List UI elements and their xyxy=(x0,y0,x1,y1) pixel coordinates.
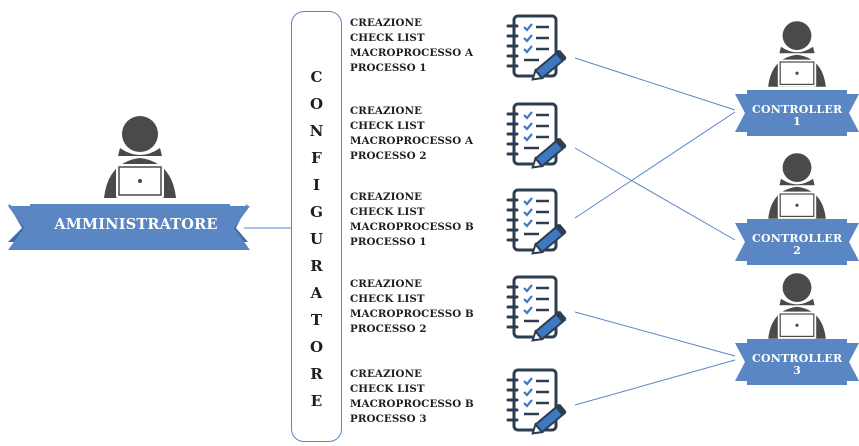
controller-3-label: CONTROLLER 3 xyxy=(752,352,843,378)
configurare-letter: A xyxy=(310,284,323,302)
configurare-letter: O xyxy=(309,95,324,113)
task-line: MACROPROCESSO B xyxy=(350,308,474,320)
configurare-letter: C xyxy=(310,68,323,86)
task-line: CHECK LIST xyxy=(350,120,425,132)
task-line: CHECK LIST xyxy=(350,32,425,44)
configurare-letter: R xyxy=(310,257,323,275)
task-line: MACROPROCESSO B xyxy=(350,398,474,410)
controller-2-person-icon xyxy=(768,153,826,219)
task-line: PROCESSO 2 xyxy=(350,323,427,335)
task-line: PROCESSO 1 xyxy=(350,62,427,74)
administrator-person-icon xyxy=(104,116,176,198)
task-line: CHECK LIST xyxy=(350,206,425,218)
configurare-letter: E xyxy=(310,392,323,410)
controller-name: CONTROLLER xyxy=(752,352,843,365)
configurare-letter: U xyxy=(309,230,324,248)
controller-1-person-icon xyxy=(768,21,826,87)
task-line: CREAZIONE xyxy=(350,278,423,290)
task-label-5: CREAZIONE CHECK LIST MACROPROCESSO B PRO… xyxy=(350,367,500,427)
connector-task4-controller3 xyxy=(574,311,736,357)
connector-task1-controller1 xyxy=(574,57,736,111)
task-line: CREAZIONE xyxy=(350,368,423,380)
controller-number: 2 xyxy=(793,244,801,258)
administrator-label: AMMINISTRATORE xyxy=(54,216,218,233)
task-line: CHECK LIST xyxy=(350,383,425,395)
task-line: MACROPROCESSO A xyxy=(350,135,474,147)
task-line: CHECK LIST xyxy=(350,293,425,305)
configurare-letter: G xyxy=(310,203,323,221)
configurare-letter: F xyxy=(311,149,322,167)
administrator-ribbon xyxy=(8,204,250,250)
task-label-3: CREAZIONE CHECK LIST MACROPROCESSO B PRO… xyxy=(350,190,500,250)
connector-task3-controller1 xyxy=(574,111,736,219)
connector-task5-controller3 xyxy=(574,359,736,406)
configurare-letter: R xyxy=(310,365,323,383)
task-label-1: CREAZIONE CHECK LIST MACROPROCESSO A PRO… xyxy=(350,16,500,76)
configurare-box: C O N F I G U R A T O R E xyxy=(291,11,342,442)
task-line: CREAZIONE xyxy=(350,191,423,203)
connector-task2-controller2 xyxy=(574,147,736,241)
task-line: PROCESSO 3 xyxy=(350,413,427,425)
controller-number: 1 xyxy=(793,115,801,129)
configurare-letter: T xyxy=(310,311,323,329)
controller-1-label: CONTROLLER 1 xyxy=(752,103,843,129)
task-line: MACROPROCESSO B xyxy=(350,221,474,233)
configurare-letter: O xyxy=(309,338,324,356)
controller-name: CONTROLLER xyxy=(752,232,843,245)
controller-2-label: CONTROLLER 2 xyxy=(752,232,843,258)
task-label-4: CREAZIONE CHECK LIST MACROPROCESSO B PRO… xyxy=(350,277,500,337)
controller-number: 3 xyxy=(793,364,801,378)
task-line: PROCESSO 2 xyxy=(350,150,427,162)
task-line: MACROPROCESSO A xyxy=(350,47,474,59)
task-label-2: CREAZIONE CHECK LIST MACROPROCESSO A PRO… xyxy=(350,104,500,164)
task-line: PROCESSO 1 xyxy=(350,236,427,248)
configurare-letters: C O N F I G U R A T O R E xyxy=(292,12,341,441)
task-line: CREAZIONE xyxy=(350,105,423,117)
configurare-letter: N xyxy=(309,122,324,140)
controller-name: CONTROLLER xyxy=(752,103,843,116)
controller-3-person-icon xyxy=(768,273,826,339)
task-line: CREAZIONE xyxy=(350,17,423,29)
configurare-letter: I xyxy=(312,176,321,194)
